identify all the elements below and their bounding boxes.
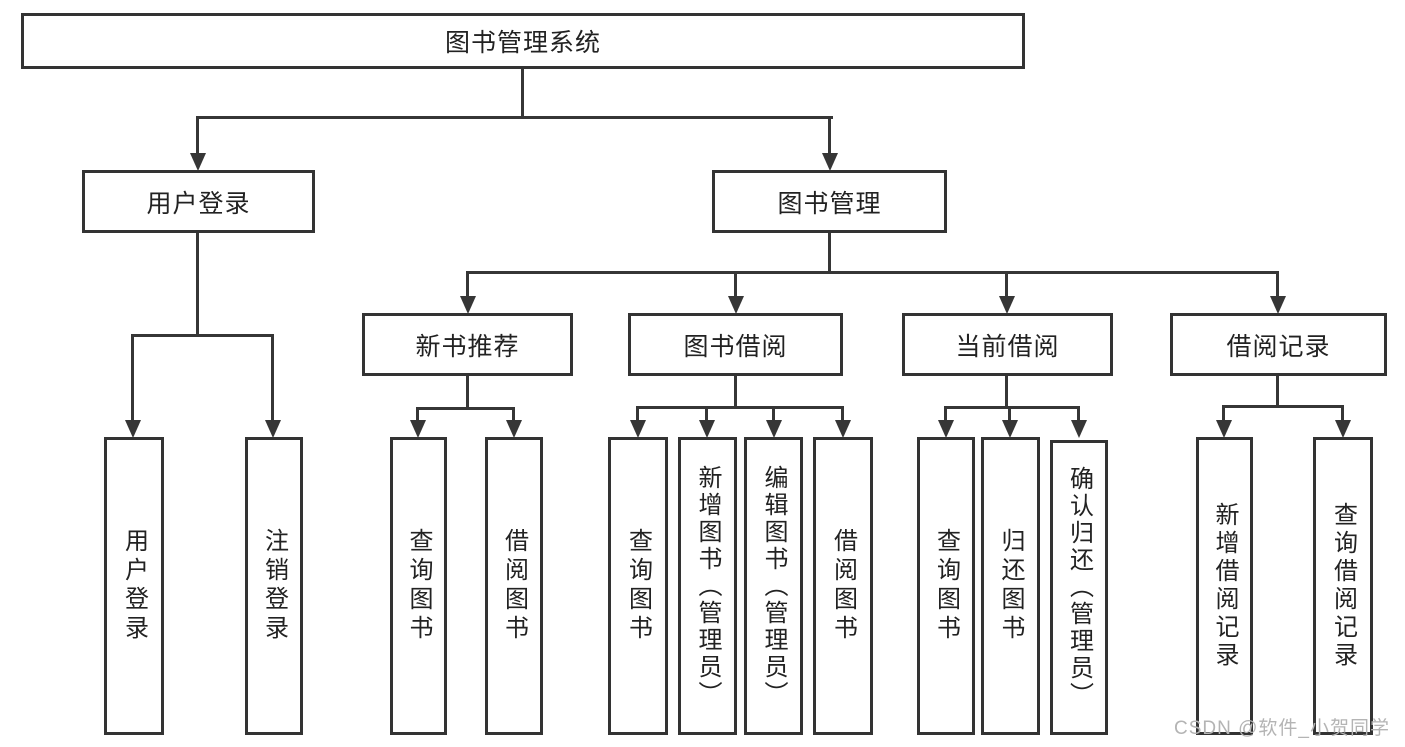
arrow-down-icon	[699, 420, 715, 438]
leaf-search-books-recommend: 查询图书	[390, 437, 447, 735]
root-node-library-management-system: 图书管理系统	[21, 13, 1025, 69]
connector-line	[1008, 406, 1011, 422]
connector-line	[1276, 271, 1279, 299]
arrow-down-icon	[1216, 420, 1232, 438]
connector-line	[196, 116, 833, 119]
node-borrowing-records: 借阅记录	[1170, 313, 1387, 376]
arrow-down-icon	[410, 420, 426, 438]
connector-line	[196, 116, 199, 156]
connector-line	[1341, 405, 1344, 422]
connector-line	[196, 233, 199, 337]
connector-line	[636, 406, 844, 409]
connector-line	[828, 116, 831, 156]
connector-line	[734, 271, 737, 299]
leaf-user-login: 用户登录	[104, 437, 164, 735]
arrow-down-icon	[766, 420, 782, 438]
leaf-confirm-return-admin: 确认归还（管理员）	[1050, 440, 1108, 735]
connector-line	[705, 406, 708, 422]
arrow-down-icon	[728, 296, 744, 314]
csdn-watermark: CSDN @软件_小贺同学	[1174, 718, 1390, 739]
node-book-management: 图书管理	[712, 170, 947, 233]
connector-line	[734, 376, 737, 409]
connector-line	[636, 406, 639, 422]
connector-line	[828, 233, 831, 274]
leaf-return-books: 归还图书	[981, 437, 1040, 735]
connector-line	[512, 407, 515, 422]
leaf-borrow-books-recommend: 借阅图书	[485, 437, 543, 735]
connector-line	[131, 334, 134, 422]
arrow-down-icon	[265, 420, 281, 438]
leaf-add-books-admin: 新增图书（管理员）	[678, 437, 737, 735]
arrow-down-icon	[1270, 296, 1286, 314]
leaf-logout: 注销登录	[245, 437, 303, 735]
connector-line	[1005, 376, 1008, 409]
arrow-down-icon	[822, 153, 838, 171]
connector-line	[521, 69, 524, 118]
connector-line	[416, 407, 515, 410]
arrow-down-icon	[1335, 420, 1351, 438]
leaf-search-books-borrowing: 查询图书	[608, 437, 668, 735]
leaf-add-borrowing-record: 新增借阅记录	[1196, 437, 1253, 735]
connector-line	[1222, 405, 1225, 422]
arrow-down-icon	[999, 296, 1015, 314]
connector-line	[416, 407, 419, 422]
arrow-down-icon	[190, 153, 206, 171]
connector-line	[1276, 376, 1279, 408]
leaf-search-borrowing-record: 查询借阅记录	[1313, 437, 1373, 735]
arrow-down-icon	[506, 420, 522, 438]
arrow-down-icon	[835, 420, 851, 438]
connector-line	[466, 271, 1279, 274]
connector-line	[466, 271, 469, 299]
node-current-borrowing: 当前借阅	[902, 313, 1113, 376]
arrow-down-icon	[1071, 420, 1087, 438]
arrow-down-icon	[460, 296, 476, 314]
connector-line	[466, 376, 469, 410]
connector-line	[772, 406, 775, 422]
node-user-login: 用户登录	[82, 170, 315, 233]
connector-line	[1005, 271, 1008, 299]
connector-line	[1077, 406, 1080, 422]
connector-line	[271, 334, 274, 422]
connector-line	[131, 334, 274, 337]
leaf-edit-books-admin: 编辑图书（管理员）	[744, 437, 803, 735]
arrow-down-icon	[630, 420, 646, 438]
leaf-search-books-current: 查询图书	[917, 437, 975, 735]
arrow-down-icon	[938, 420, 954, 438]
connector-line	[1222, 405, 1344, 408]
node-new-book-recommendation: 新书推荐	[362, 313, 573, 376]
connector-line	[944, 406, 947, 422]
arrow-down-icon	[1002, 420, 1018, 438]
leaf-borrow-books: 借阅图书	[813, 437, 873, 735]
node-book-borrowing: 图书借阅	[628, 313, 843, 376]
connector-line	[841, 406, 844, 422]
arrow-down-icon	[125, 420, 141, 438]
connector-line	[944, 406, 1080, 409]
